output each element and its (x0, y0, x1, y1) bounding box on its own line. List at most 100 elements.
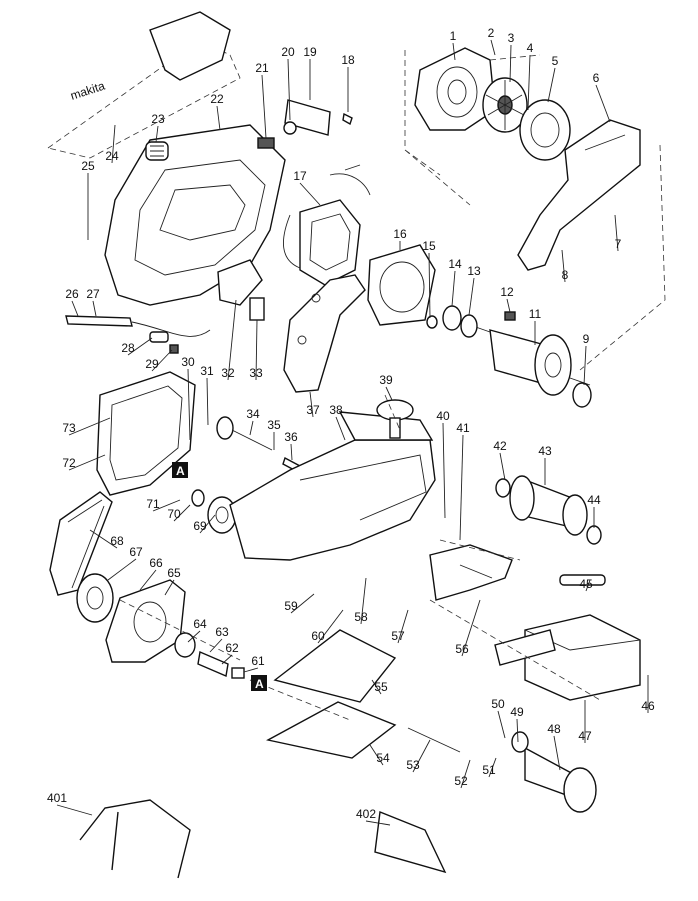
knob-part (376, 399, 414, 439)
leader-line-7 (614, 214, 619, 252)
leader-line-64 (187, 630, 201, 643)
assembly-guide-main (119, 394, 601, 721)
part-label-64: 64 (193, 617, 207, 631)
bearings-part (426, 305, 516, 338)
leader-line-29 (151, 349, 173, 372)
part-label-57: 57 (391, 629, 405, 643)
part-label-49: 49 (510, 705, 524, 719)
part-label-21: 21 (255, 61, 269, 75)
front-roller-part (511, 731, 597, 813)
leader-line-31 (206, 377, 209, 426)
leader-line-54 (369, 744, 384, 766)
leader-line-24 (111, 124, 116, 164)
leader-line-36 (290, 443, 293, 461)
grommet-part (145, 141, 169, 161)
svg-text:A: A (176, 464, 185, 478)
part-label-68: 68 (110, 534, 124, 548)
bearing-plate-part (367, 244, 436, 326)
part-label-47: 47 (578, 729, 592, 743)
part-label-42: 42 (493, 439, 507, 453)
part-label-18: 18 (341, 53, 355, 67)
part-label-32: 32 (221, 366, 235, 380)
leader-line-32 (227, 299, 237, 381)
leader-line-66 (139, 569, 157, 591)
dust-box-part (494, 614, 641, 701)
leader-line-53 (412, 739, 431, 773)
armature-part (469, 324, 592, 408)
leader-line-30 (187, 368, 191, 441)
leader-line-69 (199, 514, 216, 534)
plate-part (257, 99, 353, 149)
platen-part (266, 629, 447, 874)
part-label-6: 6 (593, 71, 600, 85)
part-label-50: 50 (491, 697, 505, 711)
gear-shaft-part (174, 632, 245, 679)
part-label-70: 70 (167, 507, 181, 521)
part-label-401: 401 (47, 791, 67, 805)
part-label-25: 25 (81, 159, 95, 173)
part-label-53: 53 (406, 758, 420, 772)
stand-part (79, 799, 191, 879)
part-label-7: 7 (615, 237, 622, 251)
leader-line-15 (428, 252, 431, 319)
leader-line-9 (583, 345, 587, 386)
part-label-41: 41 (456, 421, 470, 435)
part-label-26: 26 (65, 287, 79, 301)
part-label-61: 61 (251, 654, 265, 668)
part-label-56: 56 (455, 642, 469, 656)
part-label-35: 35 (267, 418, 281, 432)
part-label-16: 16 (393, 227, 407, 241)
part-label-37: 37 (306, 403, 320, 417)
drive-belt-part (49, 491, 113, 596)
part-label-9: 9 (583, 332, 590, 346)
leader-line-13 (468, 277, 475, 316)
part-label-39: 39 (379, 373, 393, 387)
leader-line-27 (92, 300, 97, 317)
leader-line-34 (249, 420, 254, 436)
leader-line-401 (56, 804, 93, 816)
part-label-17: 17 (293, 169, 307, 183)
part-label-24: 24 (105, 149, 119, 163)
makita-logo: makita (69, 79, 107, 103)
part-label-11: 11 (529, 307, 542, 321)
leader-line-1 (452, 42, 456, 61)
part-label-27: 27 (86, 287, 100, 301)
part-label-54: 54 (376, 751, 390, 765)
leader-line-71 (152, 499, 181, 512)
part-label-73: 73 (62, 421, 76, 435)
part-label-55: 55 (374, 680, 388, 694)
part-label-19: 19 (303, 45, 317, 59)
spindle-part (216, 416, 301, 474)
leader-line-17 (299, 182, 321, 206)
leader-lines (56, 39, 649, 826)
leader-line-51 (488, 757, 497, 778)
part-label-13: 13 (467, 264, 481, 278)
leader-line-14 (451, 270, 456, 307)
leader-line-20 (287, 58, 291, 121)
leader-line-12 (506, 298, 511, 313)
leader-line-67 (107, 558, 137, 581)
leader-line-38 (335, 416, 346, 441)
part-label-30: 30 (181, 355, 195, 369)
part-label-67: 67 (129, 545, 143, 559)
leader-line-45 (585, 579, 591, 592)
part-label-5: 5 (552, 54, 559, 68)
part-label-38: 38 (329, 403, 343, 417)
belt-cover-part (96, 371, 196, 496)
leader-line-23 (155, 125, 159, 143)
leader-line-28 (127, 337, 153, 356)
part-label-28: 28 (121, 341, 135, 355)
part-label-62: 62 (225, 641, 239, 655)
leader-line-5 (547, 67, 556, 103)
part-label-69: 69 (193, 519, 207, 533)
part-label-48: 48 (547, 722, 561, 736)
part-label-71: 71 (146, 497, 160, 511)
leader-line-2 (490, 39, 496, 56)
idler-gear-part (191, 489, 237, 534)
part-label-33: 33 (249, 366, 263, 380)
part-label-58: 58 (354, 610, 368, 624)
power-cord-part (65, 315, 211, 337)
leader-line-52 (460, 759, 471, 789)
marker-a-top: A (172, 462, 188, 478)
